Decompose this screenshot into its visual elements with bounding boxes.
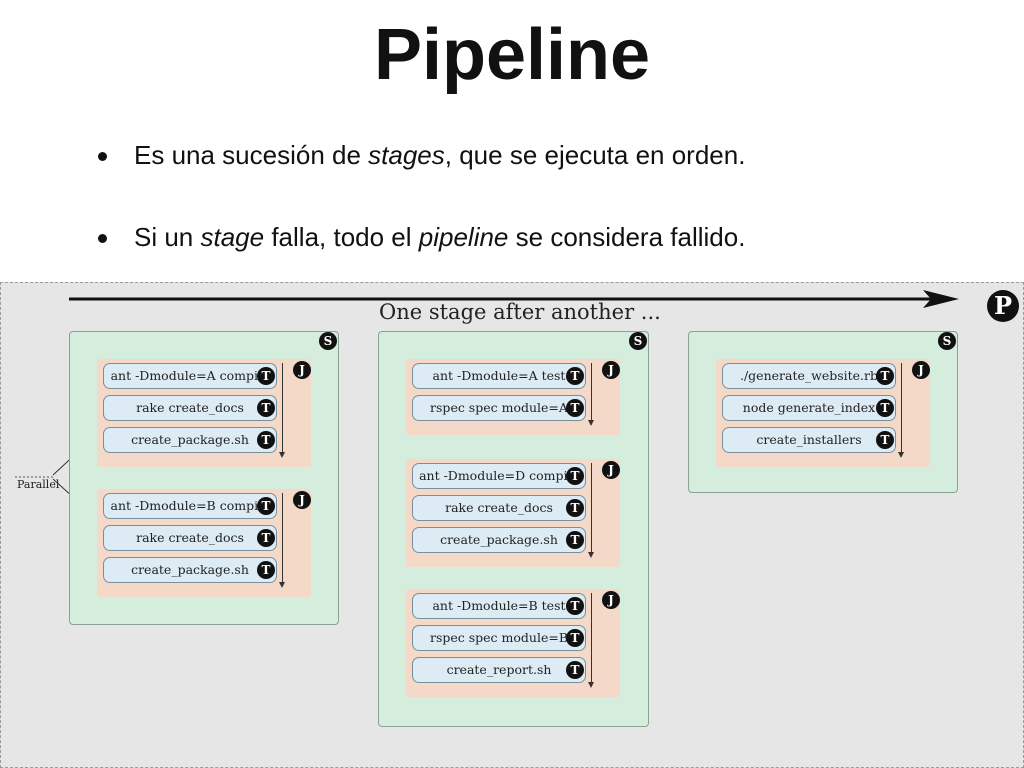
job-badge-icon: J (293, 491, 311, 509)
stage-badge-icon: S (319, 332, 337, 350)
job-timeline-line (591, 593, 592, 683)
job-timeline-arrowhead-icon (588, 682, 594, 688)
bullet-emphasis: stages (368, 140, 445, 170)
task-box: rspec spec module=A (412, 395, 586, 421)
job-timeline-arrowhead-icon (279, 582, 285, 588)
task-badge-icon: T (257, 497, 275, 515)
task-badge-icon: T (566, 467, 584, 485)
bullet-text-2: Si un stage falla, todo el pipeline se c… (134, 222, 745, 253)
task-box: ./generate_website.rb (722, 363, 896, 389)
task-badge-icon: T (876, 399, 894, 417)
bullet-dot-icon (98, 234, 107, 243)
job-timeline-line (282, 363, 283, 453)
bullet-text-1: Es una sucesión de stages, que se ejecut… (134, 140, 745, 171)
task-badge-icon: T (566, 499, 584, 517)
task-box: ant -Dmodule=D compile (412, 463, 586, 489)
bullet-text-run: Es una sucesión de (134, 140, 369, 170)
task-box: create_package.sh (103, 557, 277, 583)
task-badge-icon: T (876, 367, 894, 385)
task-badge-icon: T (257, 529, 275, 547)
task-box: ant -Dmodule=A compile (103, 363, 277, 389)
task-badge-icon: T (566, 367, 584, 385)
task-badge-icon: T (876, 431, 894, 449)
task-badge-icon: T (566, 629, 584, 647)
job-badge-icon: J (293, 361, 311, 379)
task-badge-icon: T (257, 367, 275, 385)
bullet-text-run: Si un (134, 222, 201, 252)
task-box: create_package.sh (412, 527, 586, 553)
task-box: create_report.sh (412, 657, 586, 683)
bullet-dot-icon (98, 152, 107, 161)
job-timeline-line (901, 363, 902, 453)
task-badge-icon: T (566, 399, 584, 417)
task-box: ant -Dmodule=A test (412, 363, 586, 389)
task-badge-icon: T (566, 661, 584, 679)
job-timeline-line (591, 463, 592, 553)
job-timeline-arrowhead-icon (279, 452, 285, 458)
parallel-label: Parallel (17, 478, 60, 491)
task-box: ant -Dmodule=B test (412, 593, 586, 619)
task-box: create_package.sh (103, 427, 277, 453)
bullet-emphasis: pipeline (418, 222, 509, 252)
bullet-text-run: falla, todo el (264, 222, 419, 252)
task-box: create_installers (722, 427, 896, 453)
stage-badge-icon: S (629, 332, 647, 350)
task-box: ant -Dmodule=B compile (103, 493, 277, 519)
task-badge-icon: T (566, 597, 584, 615)
job-badge-icon: J (912, 361, 930, 379)
job-timeline-line (591, 363, 592, 421)
job-timeline-arrowhead-icon (588, 552, 594, 558)
stage-badge-icon: S (938, 332, 956, 350)
task-badge-icon: T (257, 399, 275, 417)
job-badge-icon: J (602, 591, 620, 609)
job-timeline-arrowhead-icon (588, 420, 594, 426)
pipeline-badge-icon: P (987, 290, 1019, 322)
diagram-headline: One stage after another ... (379, 300, 661, 324)
task-badge-icon: T (257, 431, 275, 449)
task-badge-icon: T (566, 531, 584, 549)
bullet-text-run: se considera fallido. (508, 222, 746, 252)
task-box: rspec spec module=B (412, 625, 586, 651)
job-badge-icon: J (602, 461, 620, 479)
bullet-emphasis: stage (200, 222, 265, 252)
task-box: node generate_index (722, 395, 896, 421)
pipeline-arrowhead-icon (923, 290, 959, 308)
bullet-text-run: , que se ejecuta en orden. (444, 140, 746, 170)
pipeline-diagram: One stage after another ... P Parallel S… (0, 282, 1024, 768)
task-box: rake create_docs (412, 495, 586, 521)
task-badge-icon: T (257, 561, 275, 579)
task-box: rake create_docs (103, 525, 277, 551)
slide-title: Pipeline (373, 15, 651, 95)
job-badge-icon: J (602, 361, 620, 379)
task-box: rake create_docs (103, 395, 277, 421)
job-timeline-line (282, 493, 283, 583)
job-timeline-arrowhead-icon (898, 452, 904, 458)
